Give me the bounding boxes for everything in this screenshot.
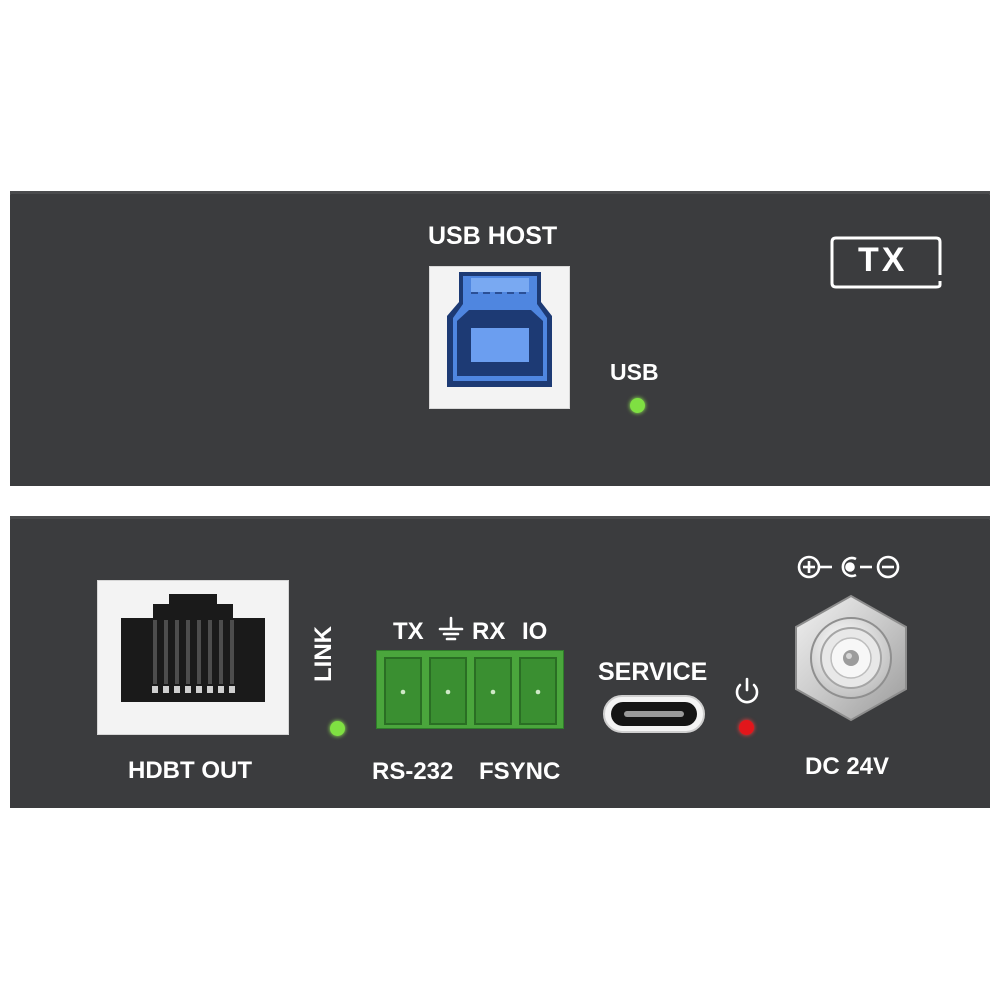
terminal-io-label: IO — [522, 618, 548, 645]
power-led — [739, 720, 754, 735]
front-panel-bevel — [10, 191, 990, 194]
terminal-block[interactable] — [376, 650, 564, 729]
usb-c-service-port[interactable] — [602, 694, 706, 734]
ground-icon — [438, 616, 464, 641]
usb-led — [630, 398, 645, 413]
link-led — [330, 721, 345, 736]
tx-badge: TX — [858, 241, 908, 279]
dc-24v-label: DC 24V — [805, 753, 890, 780]
dc-24v-jack[interactable] — [794, 594, 908, 722]
front-panel: USB HOST USB TX — [10, 191, 990, 486]
usb-host-label: USB HOST — [428, 222, 558, 250]
rear-panel: HDBT OUT LINK TX RX IO RS-232 FSYNC — [10, 516, 990, 808]
hdbt-rj45-port[interactable] — [97, 580, 289, 735]
tx-badge-frame — [830, 236, 942, 289]
dc-polarity-icon — [797, 555, 900, 579]
fsync-label: FSYNC — [479, 758, 561, 785]
terminal-rx-label: RX — [472, 618, 506, 645]
rear-panel-bevel — [10, 516, 990, 519]
rs232-label: RS-232 — [372, 758, 454, 785]
usb-b-port[interactable] — [429, 266, 570, 409]
hdbt-out-label: HDBT OUT — [128, 757, 252, 784]
service-label: SERVICE — [598, 658, 708, 686]
power-icon — [735, 677, 759, 704]
link-label: LINK — [310, 626, 337, 682]
usb-led-label: USB — [610, 359, 659, 385]
terminal-tx-label: TX — [393, 618, 424, 645]
